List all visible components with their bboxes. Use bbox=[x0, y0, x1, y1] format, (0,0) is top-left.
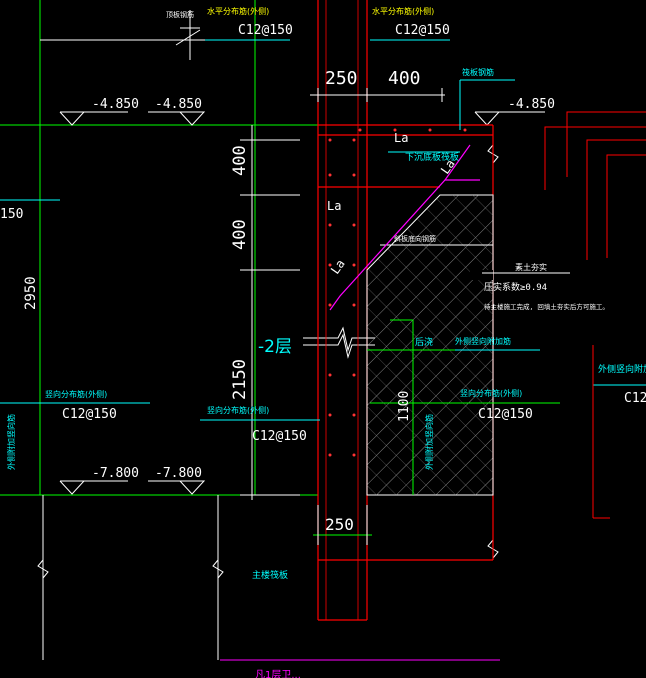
note-lower-slab: 下沉底板筏板 bbox=[405, 151, 459, 163]
rebar-spec: C12@150 bbox=[62, 407, 117, 422]
note-top-small: 顶板钢筋 bbox=[166, 10, 194, 19]
anchor-label: La bbox=[327, 199, 341, 213]
rebar-spec: C12@150 bbox=[395, 23, 450, 38]
level-label: -7.800 bbox=[92, 466, 139, 481]
dimension-text: 150 bbox=[0, 207, 23, 222]
dimension-text-vertical: 400 bbox=[230, 219, 250, 250]
level-label: -4.850 bbox=[155, 97, 202, 112]
note-horizontal-dist: 水平分布筋(外侧) bbox=[207, 6, 269, 16]
note-main-slab: 主楼筏板 bbox=[252, 569, 288, 581]
level-symbols bbox=[59, 111, 545, 495]
level-label: -4.850 bbox=[508, 97, 555, 112]
rebar-dots bbox=[328, 128, 467, 457]
note-diag-rebar: 斜板底向钢筋 bbox=[394, 234, 436, 243]
dimension-text: 250 bbox=[325, 68, 358, 89]
right-red-leaders bbox=[544, 111, 646, 519]
wall-inner-rebar bbox=[325, 0, 359, 620]
note-vertical-dist: 竖向分布筋(外侧) bbox=[460, 388, 522, 398]
note-raft-rebar: 筏板钢筋 bbox=[462, 67, 494, 77]
level-label: -7.800 bbox=[155, 466, 202, 481]
note-horizontal-dist: 水平分布筋(外侧) bbox=[372, 6, 434, 16]
note-post-pour: 后浇 bbox=[415, 336, 433, 348]
dimension-text: 250 bbox=[325, 515, 354, 534]
anchor-label: La bbox=[328, 257, 348, 277]
anchor-label: La bbox=[394, 131, 408, 145]
dimension-text: 400 bbox=[388, 68, 421, 89]
left-wall-rebar bbox=[0, 0, 318, 496]
note-outer-vertical-add-far: 外侧竖向附加筋 bbox=[598, 363, 646, 375]
backfill-ratio: 压实系数≥0.94 bbox=[484, 281, 547, 293]
backfill-note: 待主楼施工完成, 回填土夯实后方可施工。 bbox=[484, 302, 609, 311]
cyan-leaders bbox=[0, 39, 646, 421]
anchor-label: La bbox=[438, 157, 458, 177]
left-dimension-lines bbox=[25, 10, 300, 660]
dimension-text-vertical: 1100 bbox=[397, 391, 412, 422]
note-vertical-dist: 竖向分布筋(外侧) bbox=[207, 405, 269, 415]
dimension-text-vertical: 400 bbox=[230, 145, 250, 176]
magenta-rebar bbox=[329, 144, 480, 311]
backfill-title: 素土夯实 bbox=[515, 262, 547, 272]
bottom-partial-label: 凡1层卫... bbox=[255, 669, 301, 678]
rebar-spec: C12@150 bbox=[238, 23, 293, 38]
level-label: -4.850 bbox=[92, 97, 139, 112]
dimension-text-vertical: 2150 bbox=[230, 359, 250, 400]
note-outer-vertical-add: 外侧竖向附加筋 bbox=[455, 336, 511, 346]
rebar-spec: C12 bbox=[624, 391, 646, 406]
floor-label: -2层 bbox=[258, 337, 292, 357]
note-inner-vertical: 外侧附加竖向筋 bbox=[424, 414, 434, 470]
rebar-spec: C12@150 bbox=[252, 429, 307, 444]
note-vertical-dist: 竖向分布筋(外侧) bbox=[45, 389, 107, 399]
top-dimension bbox=[310, 88, 445, 545]
note-left-outer-vertical: 外侧附加竖向筋 bbox=[6, 414, 16, 470]
dimension-text-vertical: 2950 bbox=[23, 276, 39, 310]
backfill-hatch bbox=[366, 194, 494, 496]
rebar-spec: C12@150 bbox=[478, 407, 533, 422]
